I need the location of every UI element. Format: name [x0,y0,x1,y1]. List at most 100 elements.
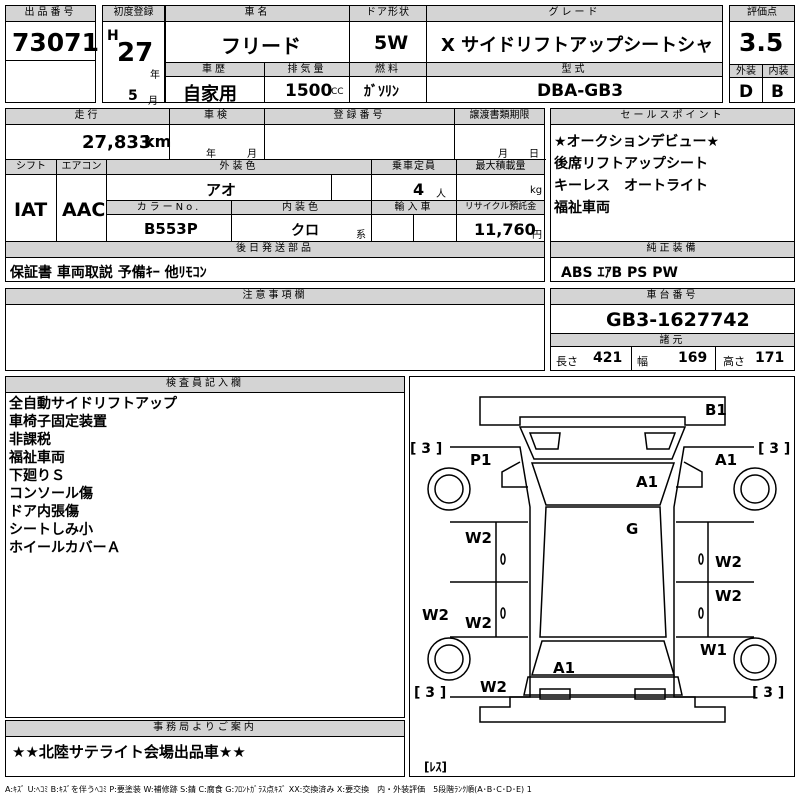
divider [106,175,107,241]
displacement-box: 排気量 1500 CC [264,62,350,103]
exterior-score-label: 外装 [730,64,762,78]
caution-box: 注意事項欄 [5,288,545,371]
divider [631,347,632,370]
mileage-unit: km [144,132,172,151]
mirror-right [676,461,703,488]
capacity-label: 乗車定員 [371,160,456,175]
model-label: 型式 [427,63,722,77]
lot-number: 73071 [12,28,99,57]
transfer-day-unit: 日 [529,149,539,160]
grade-value: X サイドリフトアップシートシャ [441,35,714,56]
tail-light-left [539,688,571,700]
transfer-month-unit: 月 [498,149,508,160]
door-label: ドア形状 [350,6,426,22]
equipment-value: ABS ｴｱB PS PW [561,265,678,281]
damage-w2: W2 [715,587,742,605]
score-box: 評価点 3.5 外装 内装 D B [729,5,795,103]
left-side [450,446,531,698]
interior-color-label: 内装色 [231,200,371,215]
door-value: 5W [374,32,409,54]
chassis-box: 車台番号 GB3-1627742 諸元 長さ 421 幅 169 高さ 171 [550,288,795,371]
mileage-label: 走行 [6,109,169,125]
inspection-month-unit: 月 [247,149,257,160]
registration-year: 27 [117,38,154,68]
inspector-label: 検査員記入欄 [6,377,404,393]
month-unit: 月 [148,96,158,107]
height-label: 高さ [723,355,745,368]
damage-a1-hood: A1 [636,473,658,491]
mileage-value: 27,833 [82,132,152,153]
windshield [530,462,676,506]
sales-points-label: セールスポイント [551,109,794,125]
lot-number-label: 出品番号 [6,6,95,22]
aircon-label: エアコン [56,160,106,175]
later-parts-box: 後日発送部品 保証書 車両取説 予備ｷｰ 他ﾘﾓｺﾝ [5,241,545,282]
damage-p1: P1 [470,451,491,469]
car-name: フリード [221,34,301,58]
inspector-note: 下廻りＳ [9,468,65,484]
import-label: 輸入車 [371,200,456,215]
wheel-rear-right [733,637,777,681]
model-box: 型式 DBA-GB3 [426,62,723,103]
registration-month: 5 [128,88,138,104]
divider [371,175,372,200]
first-registration-box: 初度登録 H 27 年 5 月 [102,5,165,107]
fuel-value: ｶﾞｿﾘﾝ [364,84,399,100]
first-registration-label: 初度登録 [103,6,164,22]
grade-box: グレード X サイドリフトアップシートシャ [426,5,723,63]
rear-hatch [523,676,683,696]
inspector-notes-box: 検査員記入欄 全自動サイドリフトアップ 車椅子固定装置 非課税 福祉車両 下廻り… [5,376,405,718]
transfer-label: 譲渡書類期限 [454,109,544,125]
max-load-label: 最大積載量 [456,160,544,175]
vehicle-info-block: 走行 車検 登録番号 譲渡書類期限 27,833 km 年 月 月 日 シフト … [5,108,546,242]
score-value: 3.5 [739,28,784,57]
exterior-color-value: アオ [206,181,237,199]
grade-label: グレード [427,6,722,22]
equipment-label: 純正装備 [551,242,794,258]
length-label: 長さ [556,355,578,368]
divider [264,125,265,159]
score-label: 評価点 [730,6,794,22]
damage-w2: W2 [480,678,507,696]
damage-a1-rear: A1 [553,659,575,677]
year-unit: 年 [150,70,160,81]
divider [231,215,232,241]
wheel-front-right [733,467,777,511]
interior-color-value: クロ [291,223,319,239]
damage-w2: W2 [422,606,449,624]
divider [169,125,170,159]
legend: A:ｷｽﾞ U:ﾍｺﾐ B:ｷｽﾞを伴うﾍｺﾐ P:要塗装 W:補修跡 S:錆 … [5,785,532,794]
damage-a1-right: A1 [715,451,737,469]
wheel-grade-rear-right: [ 3 ] [752,685,784,701]
tail-light-right [634,688,666,700]
capacity-unit: 人 [436,189,446,200]
fuel-box: 燃料 ｶﾞｿﾘﾝ [349,62,427,103]
headlight-left [528,432,561,450]
car-diagram-svg: [ 3 ] [ 3 ] [ 3 ] [ 3 ] [ﾚｽ] B1 P1 A1 A1… [410,396,790,774]
era: H [107,28,119,44]
shift-label: シフト [6,160,56,175]
caution-label: 注意事項欄 [6,289,544,305]
equipment-box: 純正装備 ABS ｴｱB PS PW [550,241,795,282]
exterior-score: D [739,82,754,102]
recycle-value: 11,760 [474,220,536,239]
headlight-right [644,432,677,450]
rest-label: [ﾚｽ] [424,760,447,774]
interior-color-suffix: 系 [356,230,366,241]
car-name-label: 車名 [166,6,349,22]
wheel-grade-front-right: [ 3 ] [758,441,790,457]
divider [5,60,96,61]
divider [331,175,332,200]
car-name-box: 車名 フリード [165,5,350,63]
divider [371,215,372,241]
chassis-value: GB3-1627742 [606,309,750,331]
divider [56,175,57,241]
wheel-grade-front-left: [ 3 ] [410,441,442,457]
shift-value: IAT [14,199,48,221]
divider [454,125,455,159]
wheel-grade-rear-left: [ 3 ] [414,685,446,701]
inspector-note: 非課税 [9,432,51,448]
mirror-left [501,461,528,488]
office-notice-box: 事務局よりご案内 ★★北陸サテライト会場出品車★★ [5,720,405,777]
damage-w2: W2 [715,553,742,571]
